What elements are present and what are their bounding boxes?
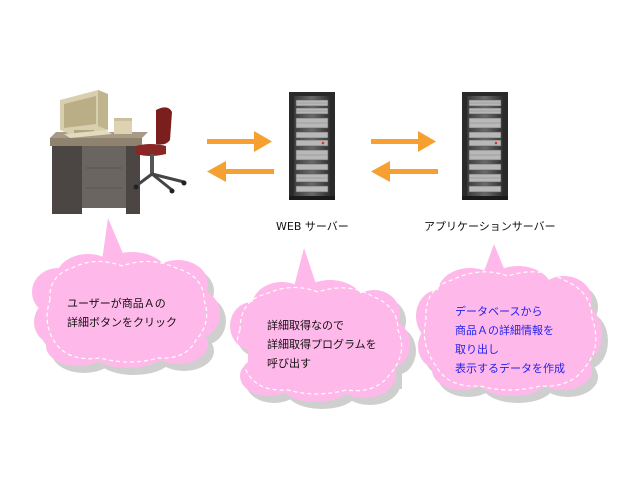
arrow-left-icon [207,161,274,182]
arrow-right-icon [207,131,272,152]
client-web-arrows [207,131,274,182]
web-bubble-text: 詳細取得なので 詳細取得プログラムを 呼び出す [267,316,377,373]
app-bubble-line: 取り出し [455,343,499,356]
speech-bubble-web [230,248,416,409]
client-bubble-line: 詳細ボタンをクリック [67,316,177,329]
web-app-arrows [371,131,438,182]
app-server-icon [461,91,509,201]
speech-bubble-client [32,218,226,375]
web-server-icon [288,91,336,201]
web-bubble-line: 詳細取得プログラムを [267,338,377,351]
app-bubble-line: データベースから [455,305,543,318]
arrow-left-icon [371,161,438,182]
client-bubble-line: ユーザーが商品Ａの [67,297,166,310]
web-bubble-line: 詳細取得なので [267,319,344,332]
arrow-right-icon [371,131,436,152]
client-bubble-text: ユーザーが商品Ａの 詳細ボタンをクリック [67,294,177,332]
app-bubble-line: 表示するデータを作成 [455,362,565,375]
web-server-label: WEB サーバー [276,220,349,233]
web-bubble-line: 呼び出す [267,357,311,370]
speech-bubble-app [416,244,608,403]
app-bubble-text: データベースから 商品Ａの詳細情報を 取り出し 表示するデータを作成 [455,302,565,378]
app-server-label: アプリケーションサーバー [424,220,556,233]
app-bubble-line: 商品Ａの詳細情報を [455,324,554,337]
desktop-workstation-icon [50,90,187,214]
